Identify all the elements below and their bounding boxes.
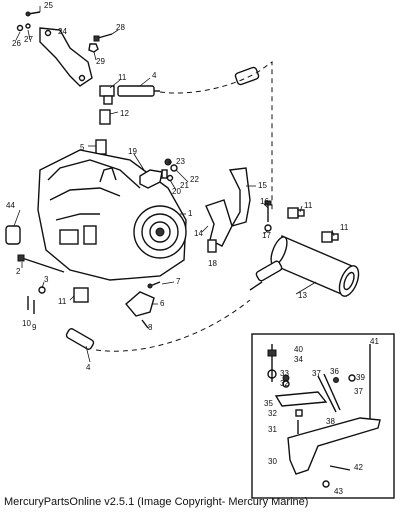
callout-8: 8 [148, 323, 153, 332]
sender-upper-right [234, 66, 260, 86]
callout-16: 16 [260, 197, 269, 206]
callout-13: 13 [298, 291, 307, 300]
fitting-5 [95, 139, 107, 155]
shift-bracket [39, 27, 93, 87]
callout-35: 35 [264, 399, 273, 408]
washer-17 [264, 224, 272, 232]
callout-11-top: 11 [118, 73, 127, 82]
callout-26: 26 [12, 39, 21, 48]
callout-11-lower: 11 [58, 297, 67, 306]
plate-6 [125, 291, 155, 317]
clamp-15 [228, 167, 251, 228]
callout-6: 6 [160, 299, 165, 308]
callout-28: 28 [116, 23, 125, 32]
callout-37-left: 37 [312, 369, 321, 378]
callout-22: 22 [190, 175, 199, 184]
callout-9: 9 [32, 323, 37, 332]
callout-25: 25 [44, 1, 53, 10]
callout-11-right: 11 [304, 201, 313, 210]
fitting-11d [73, 287, 89, 303]
plug-44 [5, 225, 21, 245]
callout-5: 5 [80, 143, 85, 152]
bushing-18 [207, 239, 217, 253]
screw-16 [264, 200, 272, 222]
callout-21: 21 [180, 181, 189, 190]
callout-17: 17 [262, 231, 271, 240]
callout-41: 41 [370, 337, 379, 346]
bracket-19 [139, 169, 163, 189]
callout-20: 20 [172, 187, 181, 196]
callout-11-pipe: 11 [340, 223, 349, 232]
sender-mid [249, 260, 283, 291]
callout-32-top: 32 [280, 379, 289, 388]
callout-labels: 25 26 27 24 28 29 11 4 12 5 19 23 20 21 … [6, 1, 379, 496]
callout-29: 29 [96, 57, 105, 66]
sender-4-bottom [65, 328, 95, 350]
screw-10-9 [27, 296, 35, 314]
sender-4-top [117, 85, 160, 97]
callout-33: 33 [280, 369, 289, 378]
callout-36: 36 [330, 367, 339, 376]
wire-dashed-upper [159, 61, 273, 210]
callout-30: 30 [268, 457, 277, 466]
fitting-11b [287, 207, 305, 219]
callout-3: 3 [44, 275, 49, 284]
leader-lines [13, 6, 335, 363]
callout-12: 12 [120, 109, 129, 118]
callout-43: 43 [334, 487, 343, 496]
callout-1: 1 [188, 209, 193, 218]
callout-31: 31 [268, 425, 277, 434]
callout-2: 2 [16, 267, 21, 276]
screw-25 [25, 11, 41, 17]
callout-40: 40 [294, 345, 303, 354]
callout-4-bottom: 4 [86, 363, 91, 372]
callout-15: 15 [258, 181, 267, 190]
callout-32-bottom: 32 [268, 409, 277, 418]
nut-29 [88, 43, 99, 53]
callout-23: 23 [176, 157, 185, 166]
callout-24: 24 [58, 27, 67, 36]
screw-7 [147, 281, 161, 289]
washer-26-27 [16, 23, 31, 32]
inset-box [251, 333, 395, 499]
wire-dashed-lower [95, 299, 251, 352]
callout-7: 7 [176, 277, 181, 286]
callout-34: 34 [294, 355, 303, 364]
bolt-28 [93, 33, 113, 42]
callout-19: 19 [128, 147, 137, 156]
callout-4-top: 4 [152, 71, 157, 80]
callout-27: 27 [24, 35, 33, 44]
callout-42: 42 [354, 463, 363, 472]
callout-18: 18 [208, 259, 217, 268]
callout-44: 44 [6, 201, 15, 210]
callout-10: 10 [22, 319, 31, 328]
elbow-fitting-11 [99, 85, 115, 105]
tube-13 [270, 235, 360, 297]
bolt-2 [17, 254, 65, 273]
copyright-footer: MercuryPartsOnline v2.5.1 (Image Copyrig… [4, 496, 309, 508]
callout-37-right: 37 [354, 387, 363, 396]
callout-14: 14 [194, 229, 203, 238]
fitting-11c [321, 231, 339, 243]
fitting-12 [99, 109, 111, 125]
callout-38: 38 [326, 417, 335, 426]
clamp-14 [205, 199, 233, 247]
callout-39: 39 [356, 373, 365, 382]
